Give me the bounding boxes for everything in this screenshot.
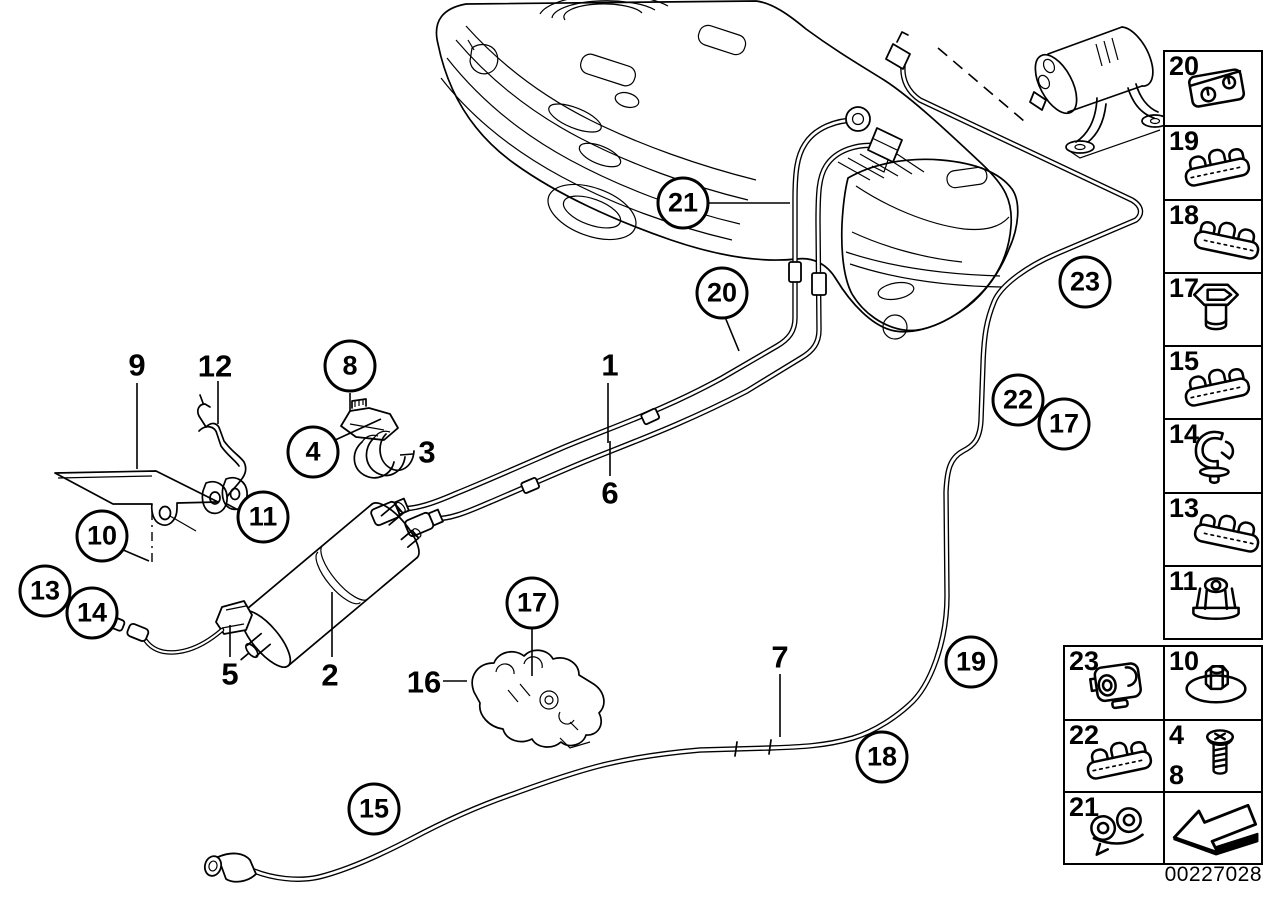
pipe-collar	[520, 476, 540, 494]
pipe-collar	[811, 272, 827, 296]
legend-cell-4-8[interactable]: 4 8	[1163, 719, 1261, 791]
legend-cell-14[interactable]: 14	[1165, 418, 1261, 492]
vent-pipe-connector	[885, 43, 911, 70]
callout-7[interactable]: 7	[771, 639, 789, 675]
legend-cell-label: 17	[1169, 272, 1200, 303]
legend-cell-arrow[interactable]	[1163, 791, 1261, 863]
callout-15[interactable]: 15	[347, 782, 401, 836]
fuel-feed-pipes	[370, 106, 903, 538]
legend-cell-15[interactable]: 15	[1165, 345, 1261, 419]
callout-17[interactable]: 17	[1037, 397, 1091, 451]
legend-cell-22[interactable]: 22	[1065, 719, 1163, 791]
callout-16[interactable]: 16	[406, 664, 442, 700]
vent-pipe	[203, 31, 1144, 883]
legend-cell-label: 20	[1169, 51, 1200, 81]
callout-12[interactable]: 12	[197, 348, 233, 384]
callout-11[interactable]: 11	[236, 490, 290, 544]
legend-cell-23[interactable]: 23	[1065, 647, 1163, 719]
legend-cell-label: 22	[1069, 720, 1100, 750]
legend-cell-label: 10	[1169, 646, 1200, 676]
callout-2[interactable]: 2	[321, 657, 339, 693]
legend-cell-label2: 8	[1169, 760, 1185, 790]
legend-cell-19[interactable]: 19	[1165, 125, 1261, 199]
charcoal-canister	[937, 26, 1169, 159]
callout-22[interactable]: 22	[991, 373, 1045, 427]
legend-cell-label: 18	[1169, 199, 1200, 230]
pipe-collar	[640, 407, 661, 426]
callout-20[interactable]: 20	[695, 266, 749, 320]
fuel-tank	[435, 0, 1019, 340]
callout-5[interactable]: 5	[221, 656, 239, 692]
screw-icon	[1180, 725, 1260, 787]
pipe-collar	[788, 261, 802, 283]
parts-legend-table-bottom: 23 22 21 10 4 8	[1063, 645, 1263, 865]
callout-10[interactable]: 10	[75, 509, 129, 563]
callout-19[interactable]: 19	[944, 635, 998, 689]
legend-cell-18[interactable]: 18	[1165, 198, 1261, 272]
callout-23[interactable]: 23	[1058, 255, 1112, 309]
callout-8[interactable]: 8	[323, 339, 377, 393]
multi-pipe-clamp-block	[471, 649, 605, 749]
leader-lines	[120, 202, 790, 737]
parts-legend-table: 20 19 18 17 15 14 13 11	[1163, 50, 1263, 640]
legend-cell-13[interactable]: 13	[1165, 491, 1261, 565]
legend-cell-label: 21	[1069, 792, 1100, 822]
pipe-elbow-fitting	[845, 106, 871, 132]
legend-cell-label: 11	[1169, 565, 1198, 596]
legend-cell-label: 4	[1169, 720, 1185, 750]
pipe-end-fitting	[203, 852, 257, 883]
filter-clamp	[340, 398, 415, 479]
union-nut	[215, 600, 253, 635]
legend-cell-label: 13	[1169, 492, 1200, 523]
assembly-reference-line	[937, 47, 1025, 122]
line-fitting	[126, 622, 150, 642]
legend-cell-20[interactable]: 20	[1165, 51, 1261, 126]
callout-1[interactable]: 1	[601, 347, 619, 383]
diagram-plate-number: 00227028	[1164, 863, 1262, 886]
legend-cell-10[interactable]: 10	[1163, 647, 1261, 719]
callout-21[interactable]: 21	[656, 176, 710, 230]
legend-cell-label: 15	[1169, 346, 1200, 376]
pipe-elbow-connector	[867, 127, 903, 163]
legend-cell-label: 23	[1069, 646, 1100, 676]
callout-18[interactable]: 18	[855, 730, 909, 784]
callout-13[interactable]: 13	[18, 564, 72, 618]
callout-14[interactable]: 14	[65, 586, 119, 640]
callout-17[interactable]: 17	[505, 576, 559, 630]
legend-cell-label: 19	[1169, 126, 1200, 157]
legend-cell-label: 14	[1169, 419, 1200, 450]
callout-9[interactable]: 9	[128, 347, 146, 383]
callout-3[interactable]: 3	[418, 434, 436, 470]
direction-arrow-icon	[1166, 794, 1262, 864]
callout-6[interactable]: 6	[601, 475, 619, 511]
legend-cell-21[interactable]: 21	[1065, 791, 1163, 863]
legend-cell-17[interactable]: 17	[1165, 271, 1261, 345]
legend-cell-11[interactable]: 11	[1165, 564, 1261, 638]
callout-4[interactable]: 4	[286, 425, 340, 479]
pipe-union	[734, 739, 772, 757]
